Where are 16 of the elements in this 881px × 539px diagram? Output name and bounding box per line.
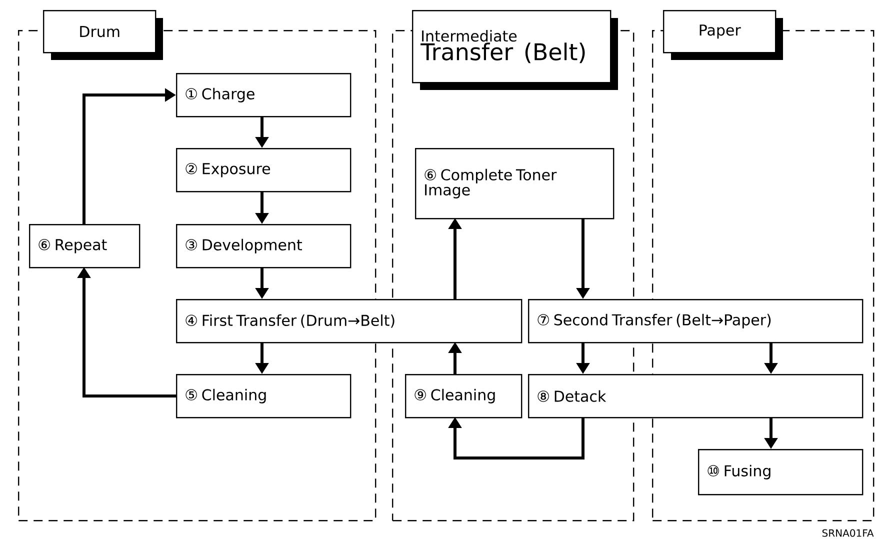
process-box: ⑨ Cleaning — [405, 374, 522, 418]
process-box: ⑧ Detack — [528, 374, 864, 418]
heading-box: Intermediate Transfer (Belt) — [412, 10, 618, 90]
process-box: ⑥ Repeat — [29, 224, 140, 268]
arrow — [448, 417, 584, 460]
heading-box: Drum — [43, 10, 163, 60]
process-box: ① Charge — [176, 73, 352, 118]
process-box: ⑩ Fusing — [698, 449, 864, 496]
process-box: ⑥ Complete Toner Image — [415, 148, 614, 220]
process-box: ② Exposure — [176, 148, 352, 192]
process-box: ④ First Transfer (Drum→Belt) — [176, 299, 522, 344]
process-box: ⑦ Second Transfer (Belt→Paper) — [528, 299, 864, 344]
process-box: ⑤ Cleaning — [176, 374, 352, 418]
figure-code: SRNA01FA — [822, 529, 874, 537]
process-box: ③ Development — [176, 224, 352, 268]
heading-box: Paper — [663, 10, 783, 60]
